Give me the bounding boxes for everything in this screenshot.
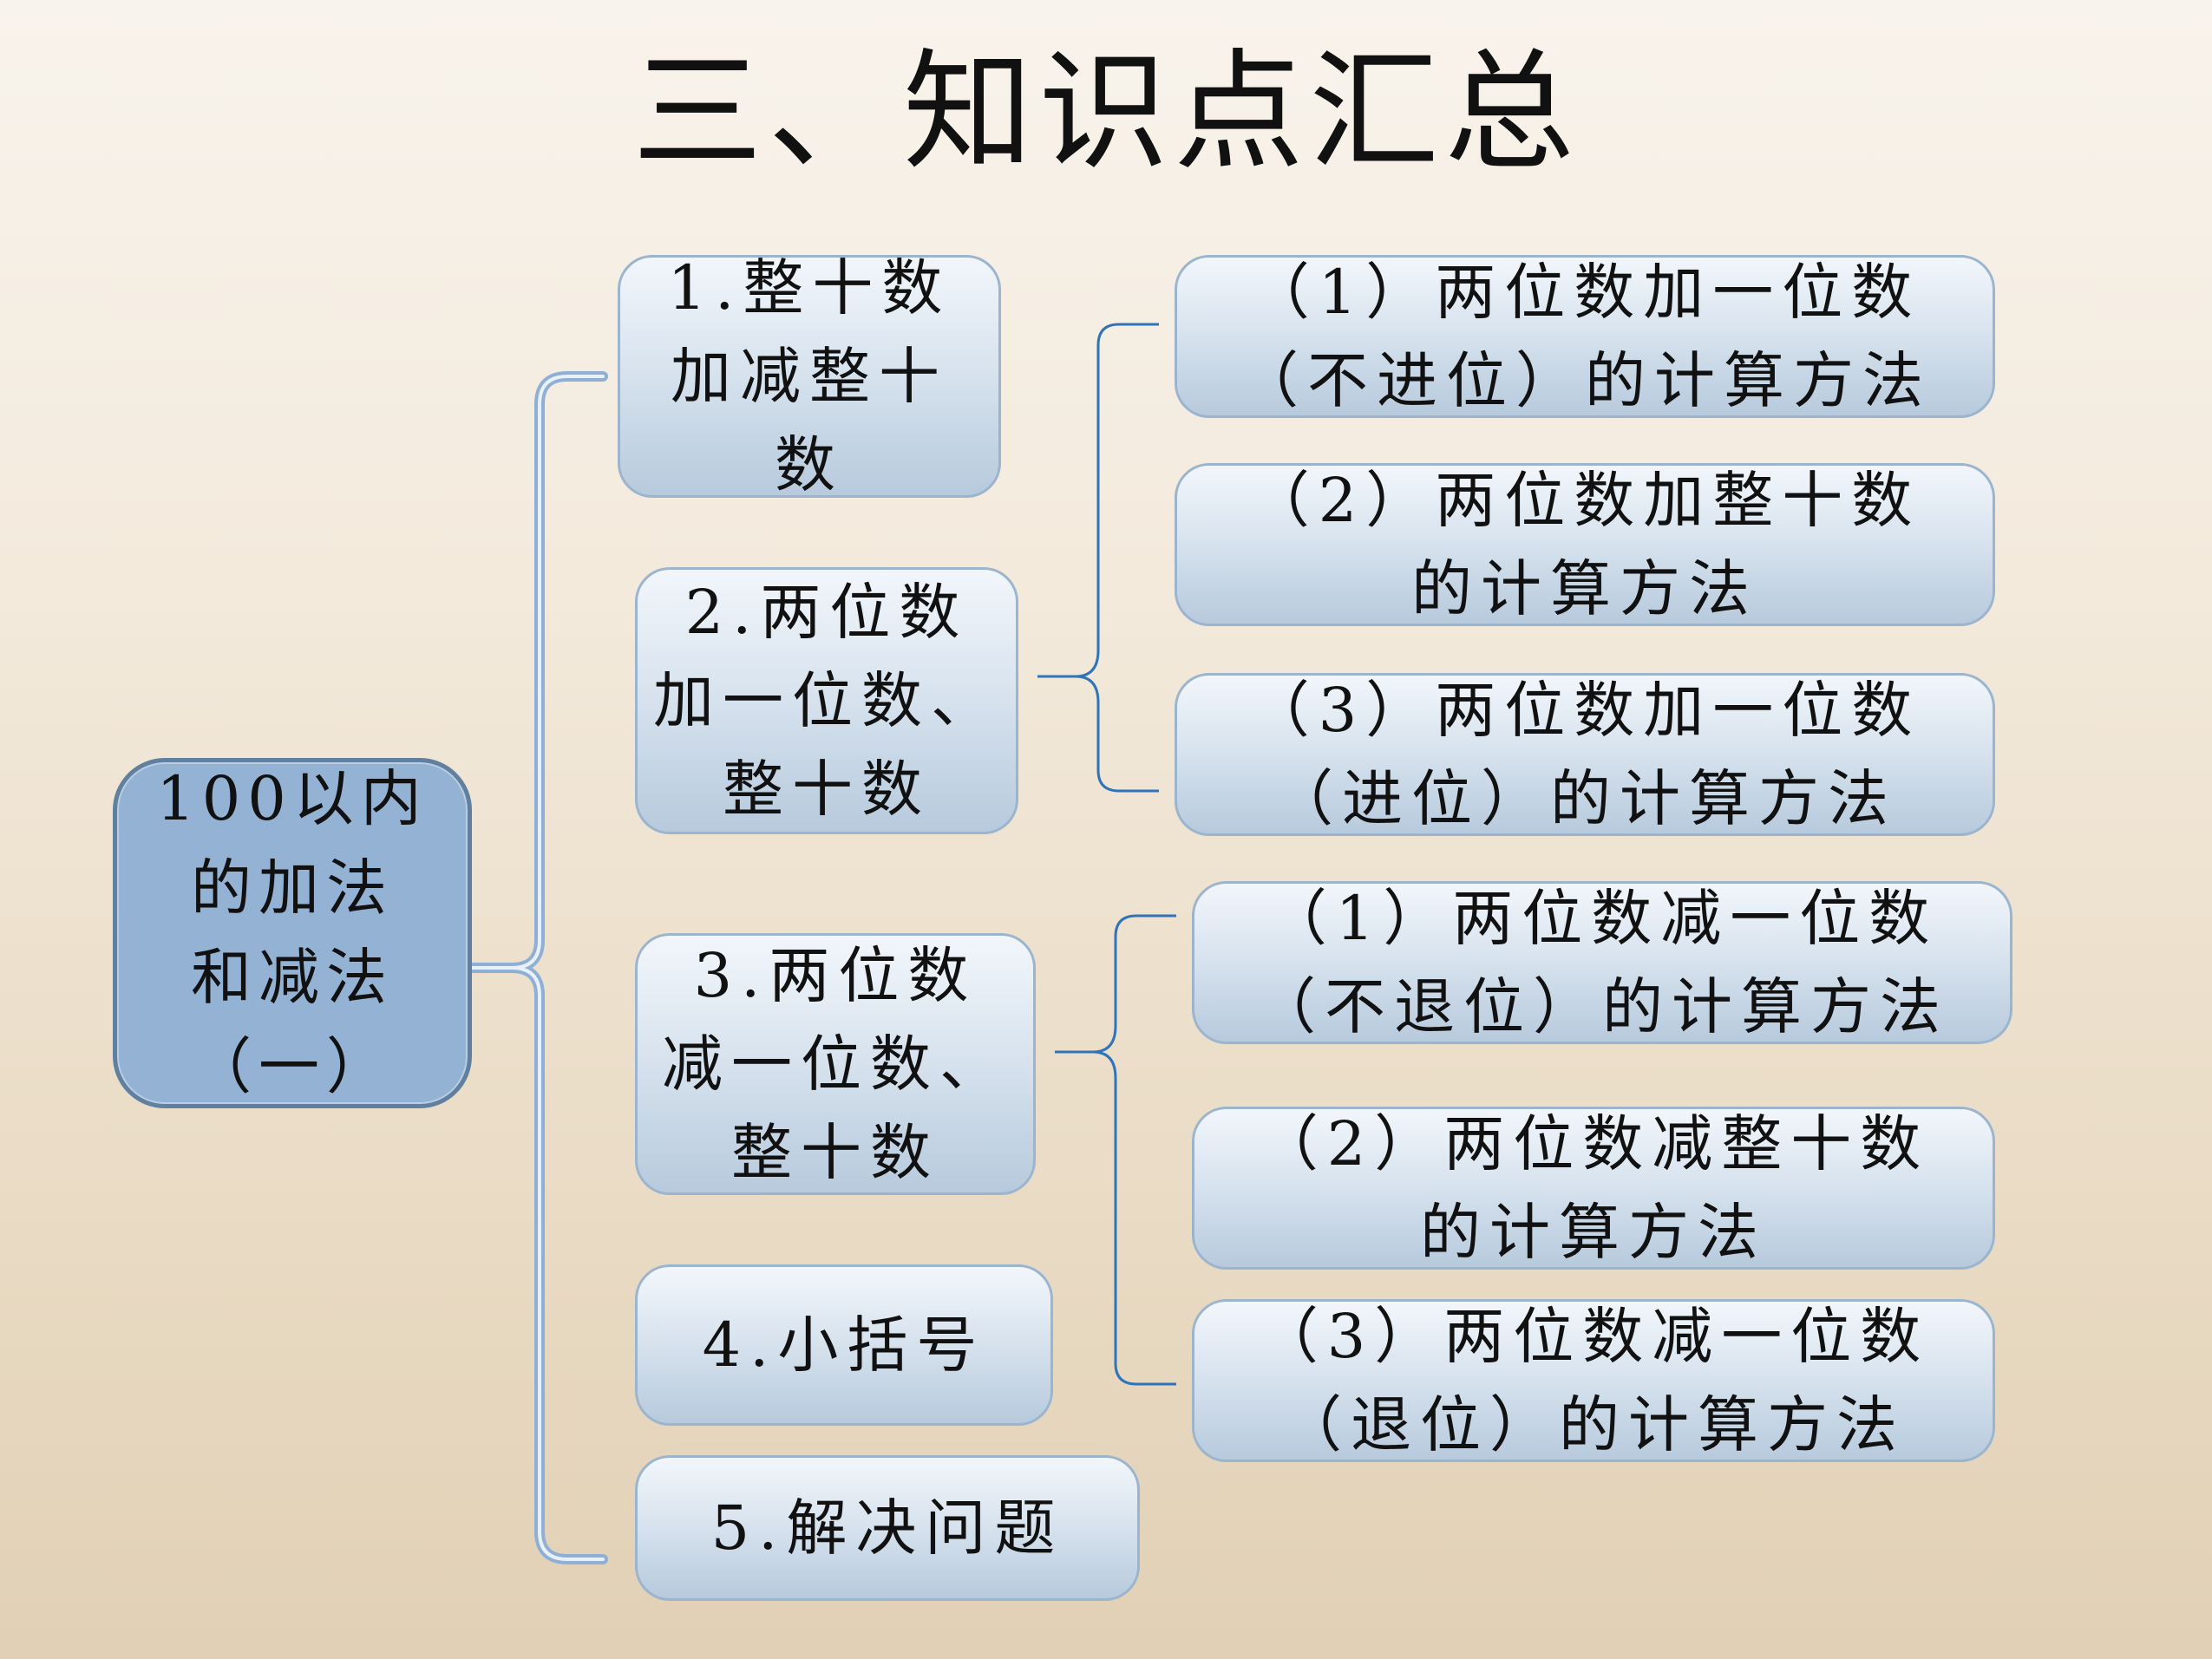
method-line: （进位）的计算方法 [1273, 763, 1897, 834]
subtraction-bracket [1055, 914, 1176, 1386]
method-line: （1）两位数减一位数 [1266, 883, 1939, 954]
topic-node-4: 4.小括号 [635, 1264, 1053, 1426]
method-line: （不进位）的计算方法 [1238, 345, 1932, 416]
addition-method-2: （2）两位数加整十数 的计算方法 [1175, 463, 1995, 626]
topic-line: 加减整十 [671, 341, 948, 412]
method-line: （2）两位数加整十数 [1248, 465, 1921, 536]
topic-line: 3.两位数 [693, 940, 978, 1011]
topic-node-2: 2.两位数 加一位数、 整十数 [635, 567, 1018, 834]
method-line: 的计算方法 [1420, 1197, 1767, 1268]
method-line: 的计算方法 [1411, 553, 1758, 624]
method-line: （3）两位数加一位数 [1248, 675, 1921, 746]
page-title: 三、知识点汇总 [632, 37, 1580, 188]
method-line: （3）两位数减一位数 [1257, 1301, 1930, 1372]
addition-method-1: （1）两位数加一位数 （不进位）的计算方法 [1175, 255, 1995, 418]
topic-line: 减一位数、 [662, 1029, 1009, 1100]
topic-line: 数 [775, 429, 844, 500]
topic-node-1: 1.整十数 加减整十 数 [618, 252, 1001, 500]
subtraction-method-2: （2）两位数减整十数 的计算方法 [1192, 1107, 1995, 1270]
topic-line: 4.小括号 [702, 1310, 986, 1381]
topic-line: 5.解决问题 [710, 1492, 1064, 1564]
root-line: 的加法 [191, 852, 394, 924]
topic-line: 整十数 [723, 754, 931, 825]
subtraction-method-1: （1）两位数减一位数 （不退位）的计算方法 [1192, 881, 2012, 1044]
topic-line: 整十数 [731, 1117, 939, 1188]
method-line: （不退位）的计算方法 [1255, 971, 1949, 1042]
main-bracket [433, 371, 608, 1564]
root-line: （一） [191, 1031, 394, 1102]
topic-line: 2.两位数 [684, 577, 969, 648]
subtraction-method-3: （3）两位数减一位数 （退位）的计算方法 [1192, 1299, 1995, 1462]
root-node: 100以内 的加法 和减法 （一） [113, 758, 472, 1108]
topic-node-3: 3.两位数 减一位数、 整十数 [635, 933, 1036, 1195]
root-line: 和减法 [191, 942, 394, 1013]
topic-line: 1.整十数 [667, 252, 952, 323]
addition-method-3: （3）两位数加一位数 （进位）的计算方法 [1175, 673, 1995, 836]
root-line: 100以内 [156, 763, 429, 834]
method-line: （1）两位数加一位数 [1248, 257, 1921, 328]
addition-bracket [1037, 323, 1159, 793]
topic-node-5: 5.解决问题 [635, 1455, 1140, 1601]
method-line: （2）两位数减整十数 [1257, 1108, 1930, 1179]
topic-line: 加一位数、 [653, 665, 1000, 736]
method-line: （退位）的计算方法 [1281, 1389, 1906, 1460]
